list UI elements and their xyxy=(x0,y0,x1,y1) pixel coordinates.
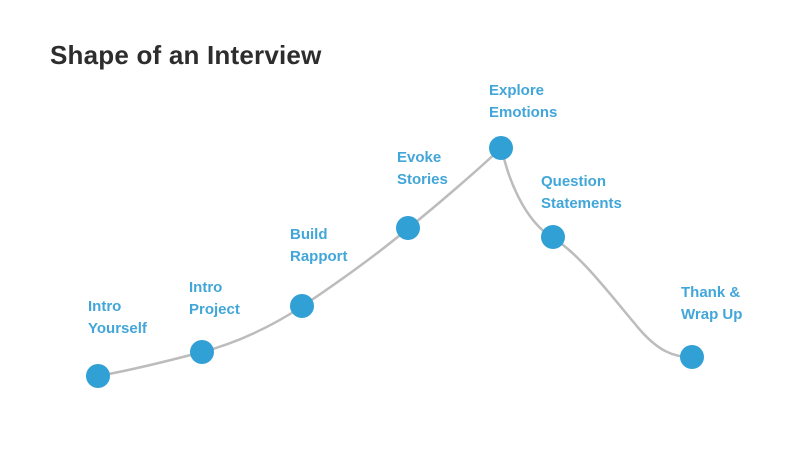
stage-label-line2: Project xyxy=(189,301,240,318)
stage-label: Thank & Wrap Up xyxy=(681,282,742,326)
slide-title: Shape of an Interview xyxy=(50,40,322,70)
stage-label-line2: Rapport xyxy=(290,248,348,265)
stage-label-line2: Wrap Up xyxy=(681,306,743,323)
stage-label-line1: Intro xyxy=(88,298,122,315)
stage-dot xyxy=(489,136,513,160)
stage-label-line1: Explore xyxy=(489,82,545,99)
stage-label-line2: Stories xyxy=(397,171,448,188)
stage-dot xyxy=(290,294,314,318)
stage-label-line2: Yourself xyxy=(88,320,147,337)
stage-dot xyxy=(680,345,704,369)
stage-dot xyxy=(396,216,420,240)
stage-label-line1: Question xyxy=(541,173,607,190)
stage-label-line2: Statements xyxy=(541,195,622,212)
stage-label-line2: Emotions xyxy=(489,104,558,121)
stage-dot xyxy=(541,225,565,249)
stage-label-line1: Intro xyxy=(189,279,223,296)
stage-label-line1: Thank & xyxy=(681,284,741,301)
stage-dot xyxy=(190,340,214,364)
stage-label-line1: Evoke xyxy=(397,149,442,166)
stage-dot xyxy=(86,364,110,388)
stage-dots xyxy=(86,136,704,388)
stage-label-line1: Build xyxy=(290,226,328,243)
